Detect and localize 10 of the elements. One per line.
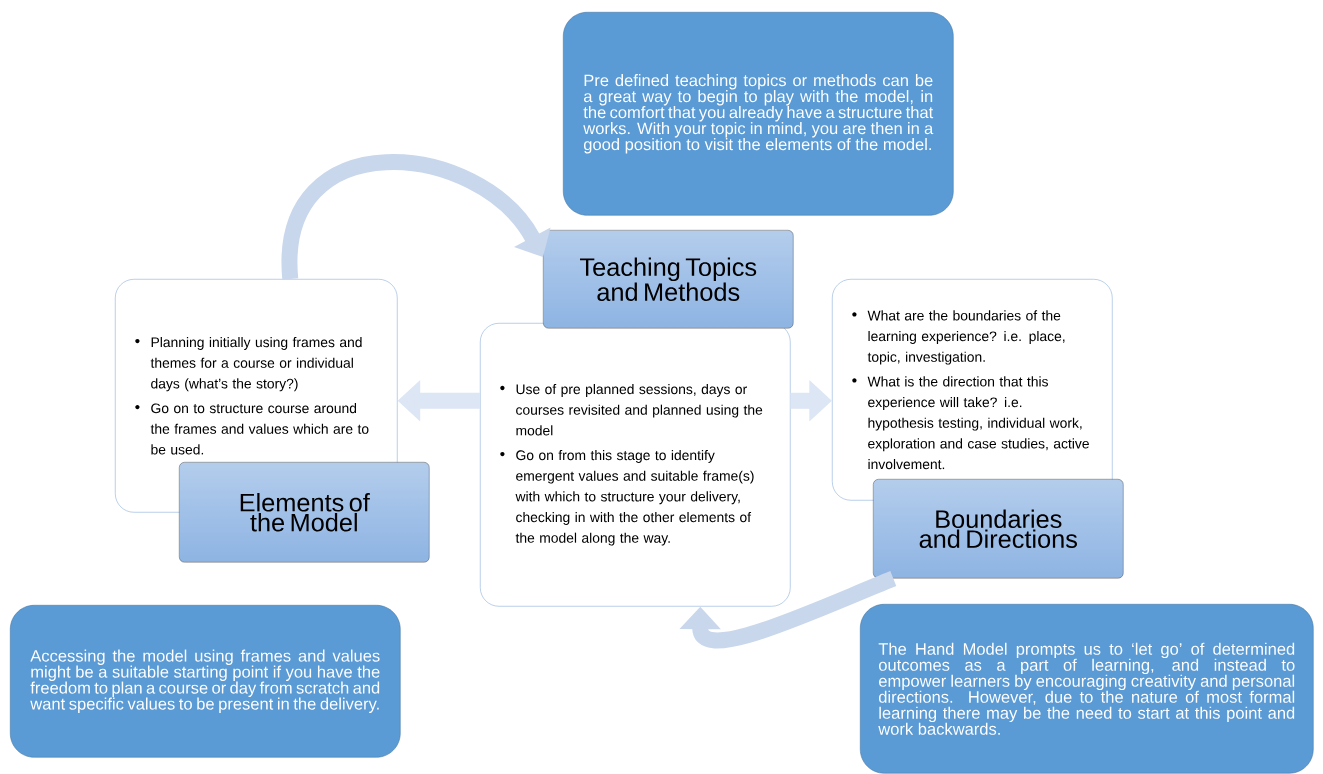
curved-arrow	[679, 571, 897, 649]
heading-box: Teaching Topics and Methods	[543, 230, 794, 329]
heading-box: Boundaries and Directions	[873, 479, 1124, 579]
heading-box: Elements of the Model	[179, 462, 430, 563]
callout-box: Accessing the model using frames and values might be a suitable starting point if you have the freedom to plan a course or day from scratch and want specific values to be present in the delivery.	[10, 605, 401, 758]
bullet-box: Use of pre planned sessions, days or courses revisited and planned using the model Go on from this stage to identify emergent values and suitable frame(s) with which to structure your delivery, checking in with the other elements of the model along the way.	[480, 323, 791, 607]
callout-box: Pre defined teaching topics or methods can be a great way to begin to play with the model, in the comfort that you already have a structure that works. With your topic in mind, you are then in a good position to visit the elements of the model.	[563, 12, 954, 216]
curved-arrow	[282, 154, 551, 280]
callout-box: The Hand Model prompts us to ‘let go’ of determined outcomes as a part of learning, and instead to empower learners by encouraging creativity and personal directions. However, due to the nature of most formal learning there may be the need to start at this point and work backwards.	[860, 604, 1314, 774]
bullet-box: What are the boundaries of the learning experience? i.e. place, topic, investigation. What is the direction that this experience will take? i.e. hypothesis testing, individual work, exploration and case studies, active involvement.	[832, 279, 1113, 501]
